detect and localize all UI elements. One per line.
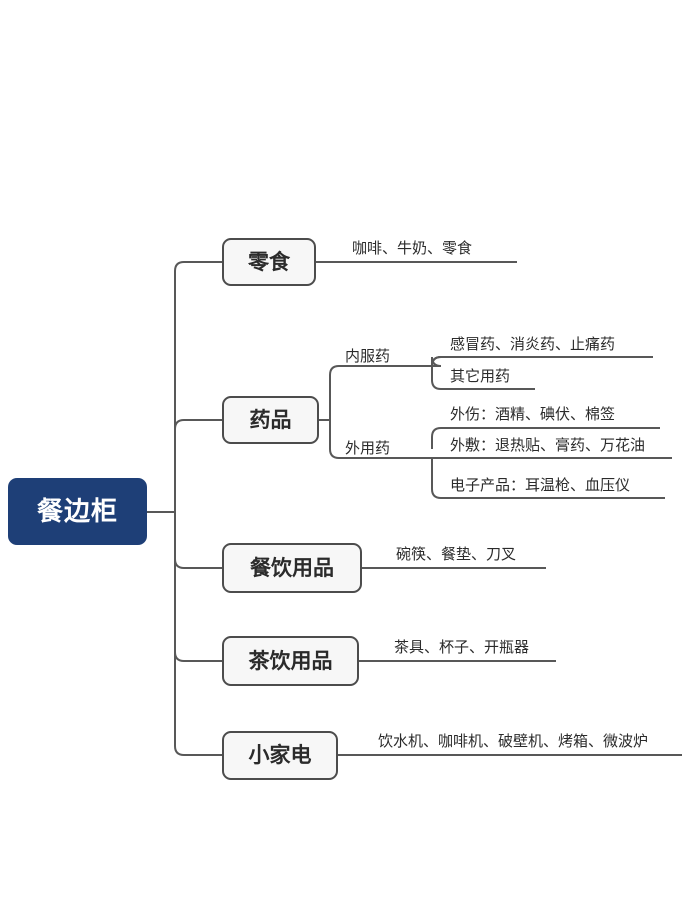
- branch-node-snacks-label: 零食: [248, 249, 290, 274]
- branch-node-medicine[interactable]: 药品: [222, 396, 319, 444]
- leaf-text-dining-supplies-1: 碗筷、餐垫、刀叉: [396, 545, 517, 563]
- branch-node-small-appliances-label: 小家电: [248, 743, 312, 767]
- branch-node-tea-drink-supplies-label: 茶饮用品: [248, 648, 333, 673]
- root-node-label: 餐边柜: [36, 496, 118, 527]
- branch-node-dining-supplies[interactable]: 餐饮用品: [222, 543, 362, 593]
- connector-medicine-topical: [329, 420, 432, 459]
- connector-trunk-dining: [174, 512, 222, 569]
- connector-trunk-appliances: [174, 512, 222, 756]
- leaf-text-oral-medicine-1: 感冒药、消炎药、止痛药: [450, 335, 616, 353]
- leaf-text-oral-medicine-2: 其它用药: [450, 367, 511, 385]
- connector-trunk-tea: [174, 512, 222, 662]
- branch-node-medicine-label: 药品: [249, 407, 292, 432]
- leaf-text-tea-drink-supplies-1: 茶具、杯子、开瓶器: [394, 638, 530, 656]
- root-node[interactable]: 餐边柜: [8, 478, 147, 545]
- connector-oral-bracket: [431, 356, 653, 367]
- sub-branch-label-oral-medicine: 内服药: [345, 347, 391, 365]
- leaf-text-snacks-1: 咖啡、牛奶、零食: [352, 239, 473, 257]
- sub-branch-label-topical-medicine: 外用药: [345, 439, 391, 457]
- connector-trunk-snacks: [174, 261, 222, 512]
- branch-node-small-appliances[interactable]: 小家电: [222, 731, 338, 780]
- leaf-text-topical-medicine-1: 外伤：酒精、碘伏、棉签: [450, 405, 616, 423]
- branch-node-dining-supplies-label: 餐饮用品: [250, 555, 334, 580]
- connector-topical-bracket-top: [431, 427, 442, 449]
- connector-trunk-medicine: [174, 419, 222, 512]
- leaf-text-topical-medicine-3: 电子产品：耳温枪、血压仪: [450, 476, 631, 494]
- branch-node-tea-drink-supplies[interactable]: 茶饮用品: [222, 636, 359, 686]
- connector-medicine-oral: [329, 365, 432, 420]
- connector-oral-bracket-vert: [431, 356, 535, 390]
- leaf-text-topical-medicine-2: 外敷：退热贴、膏药、万花油: [450, 436, 646, 454]
- branch-node-snacks[interactable]: 零食: [222, 238, 316, 286]
- leaf-text-small-appliances-1: 饮水机、咖啡机、破壁机、烤箱、微波炉: [378, 732, 649, 750]
- connector-topical-bracket-bottom: [431, 458, 665, 499]
